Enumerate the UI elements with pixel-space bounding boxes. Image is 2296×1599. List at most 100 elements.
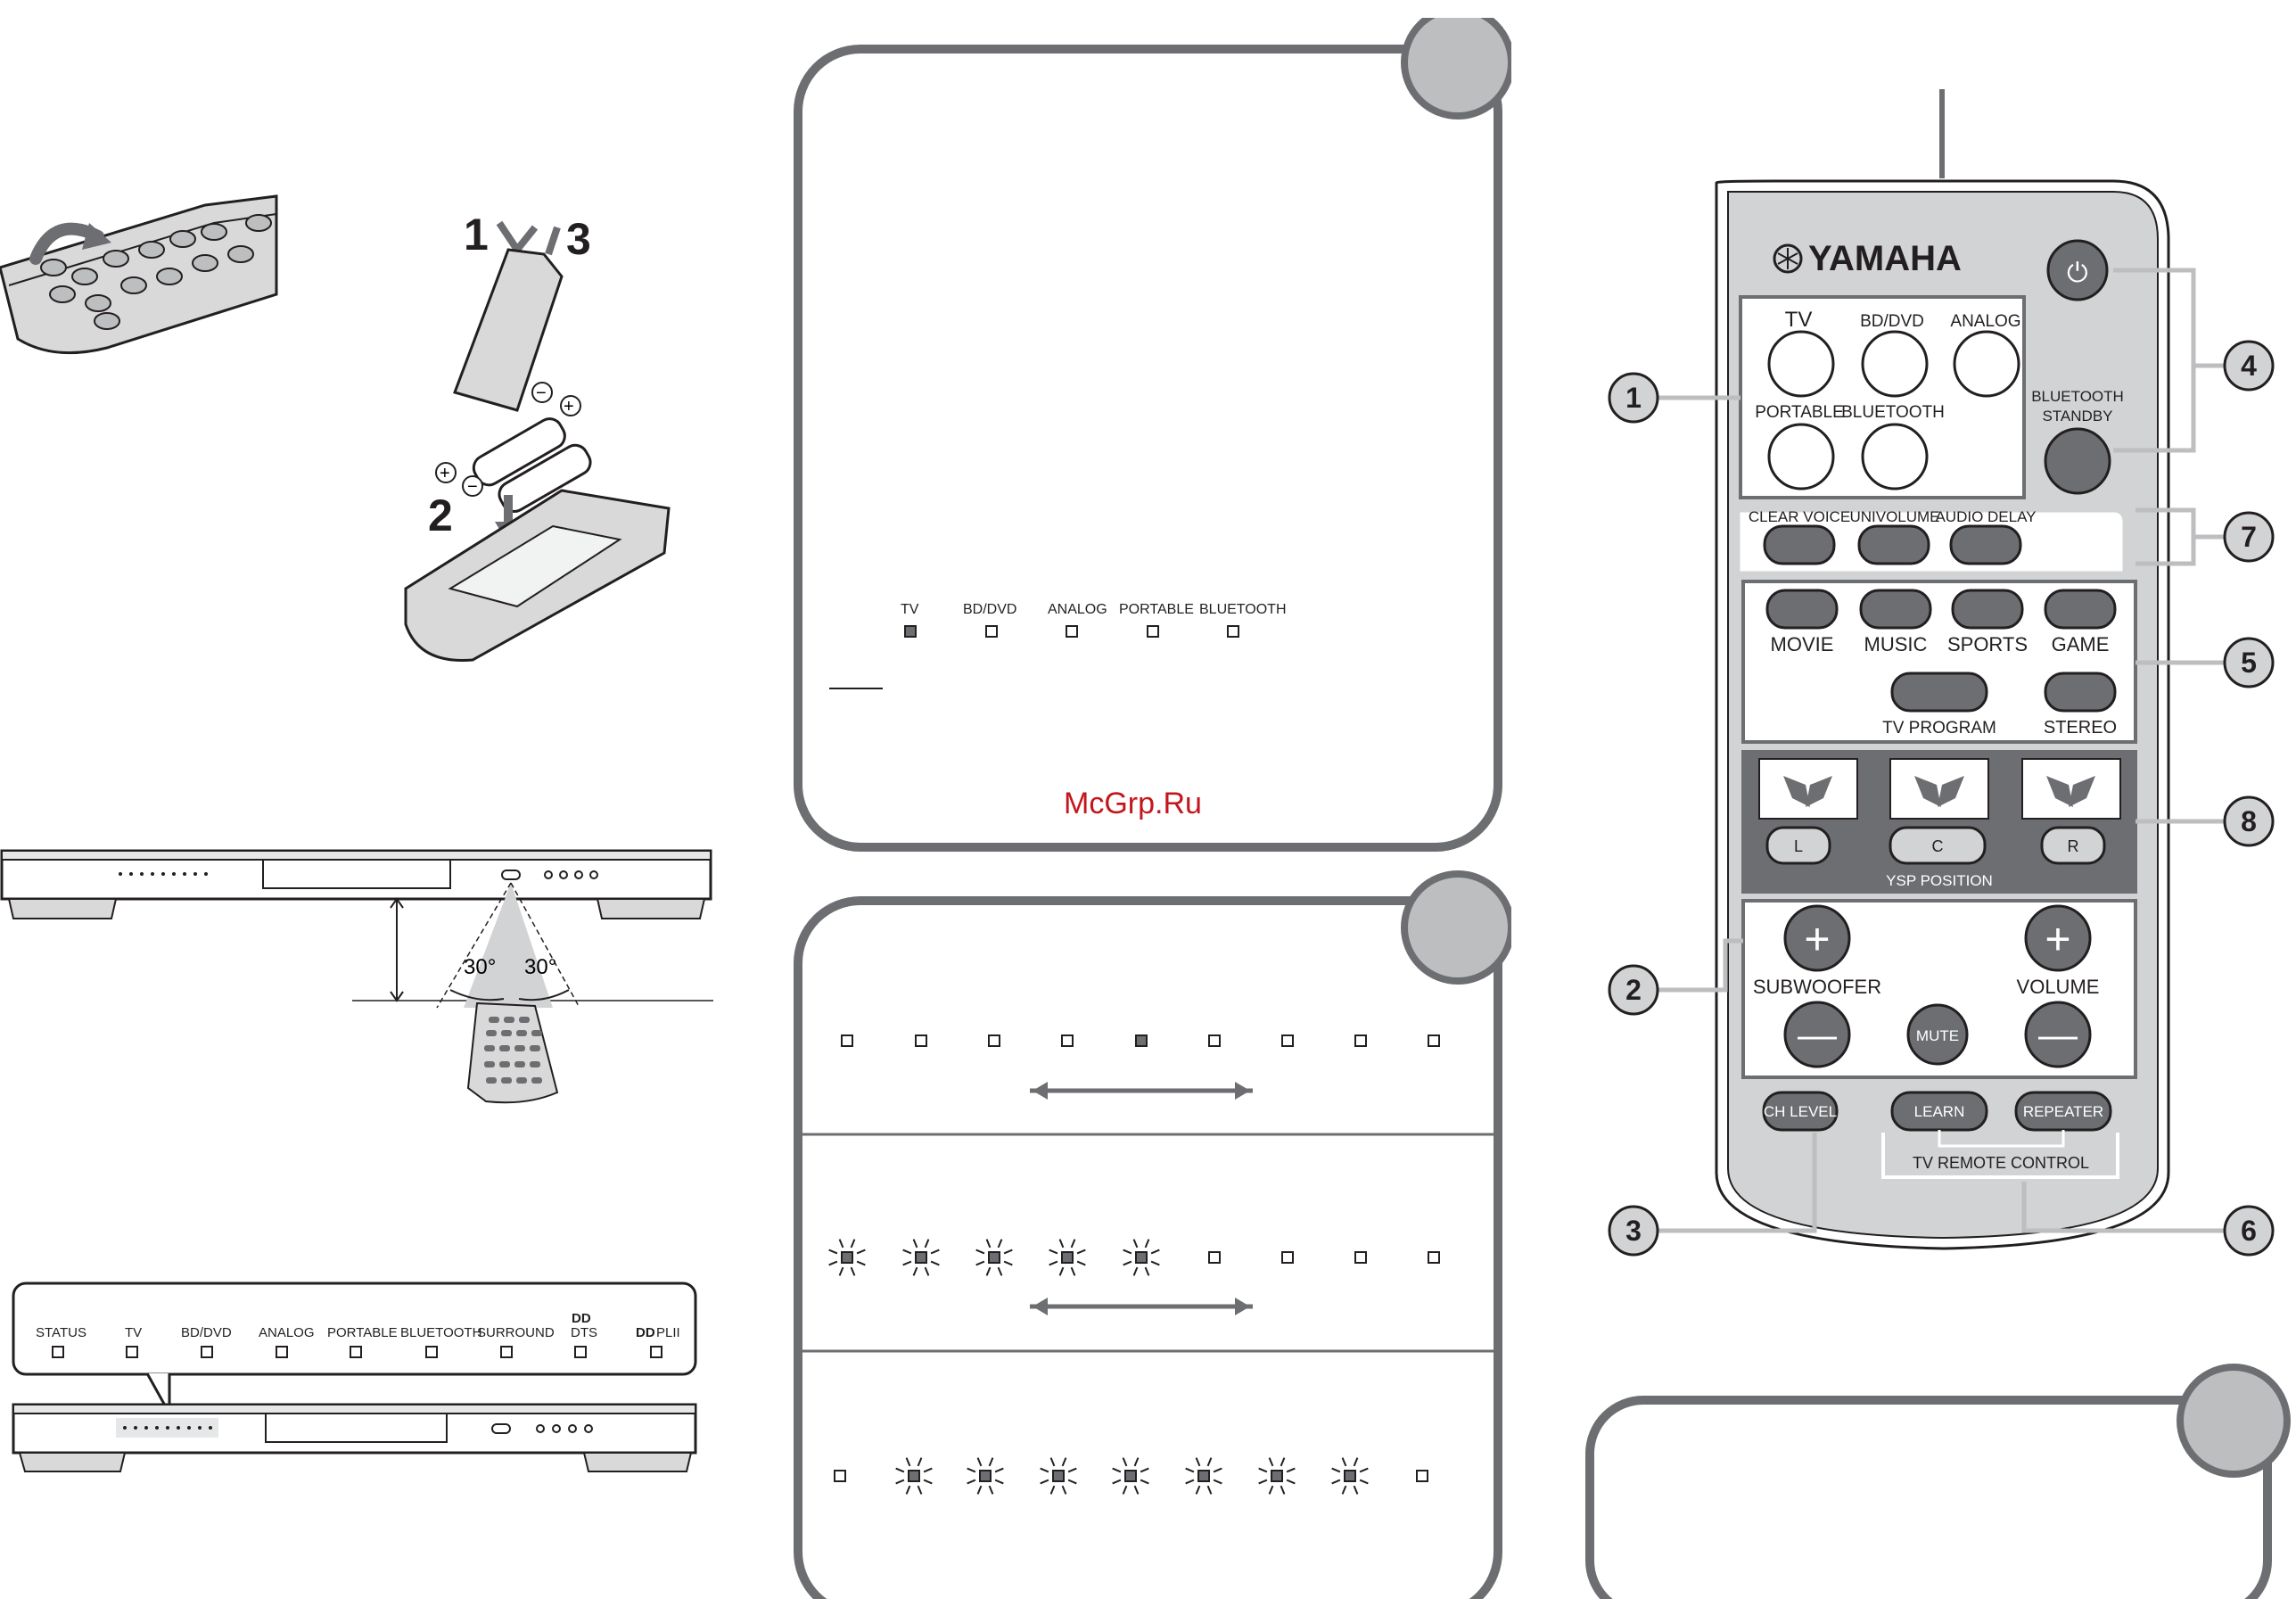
volume-label: VOLUME xyxy=(2017,976,2100,998)
input-portable-button xyxy=(1767,423,1835,490)
clear-voice-label: CLEAR VOICE xyxy=(1749,508,1850,525)
step-2-label: 2 xyxy=(428,490,453,540)
box-a-label-portable: PORTABLE xyxy=(1119,602,1194,617)
fp-label-bddvd: BD/DVD xyxy=(181,1325,232,1340)
music-button xyxy=(1859,589,1932,630)
sports-button xyxy=(1951,589,2024,630)
callout-5 xyxy=(2223,637,2275,688)
step-1-label: 1 xyxy=(464,214,489,260)
callout-6 xyxy=(2223,1205,2275,1257)
ysp-r-label: R xyxy=(2068,837,2079,855)
indicator-blink xyxy=(1331,1457,1369,1495)
ysp-position-label: YSP POSITION xyxy=(1886,872,1993,889)
indicator-off xyxy=(1061,1034,1074,1047)
box-a-corner-badge xyxy=(1401,18,1511,120)
fp-label-pl2: PLII xyxy=(656,1325,680,1340)
yamaha-logo-icon xyxy=(1773,243,1803,274)
univolume-button xyxy=(1857,524,1930,565)
indicator-blink xyxy=(1049,1239,1086,1276)
audio-delay-label: AUDIO DELAY xyxy=(1935,508,2036,525)
svg-text:5: 5 xyxy=(2241,647,2257,679)
indicator-on xyxy=(1135,1034,1148,1047)
input-tv-button xyxy=(1767,330,1835,398)
movie-label: MOVIE xyxy=(1771,633,1834,655)
ysp-right-icon xyxy=(2021,758,2121,820)
ysp-l-button xyxy=(1765,826,1831,865)
angle-left-label: 30° xyxy=(464,955,496,979)
bt-standby-label-2: STANDBY xyxy=(2042,408,2112,424)
brand-name: YAMAHA xyxy=(1808,239,1962,278)
indicator-off xyxy=(915,1034,927,1047)
callout-2 xyxy=(1608,964,1659,1016)
fp-label-tv: TV xyxy=(125,1325,142,1340)
subwoofer-plus-button xyxy=(1783,904,1851,972)
box-a-label-bddvd: BD/DVD xyxy=(963,602,1016,617)
ysp-l-label: L xyxy=(1794,837,1803,855)
bluetooth-standby-button xyxy=(2044,427,2111,495)
music-label: MUSIC xyxy=(1864,633,1928,655)
indicator-off xyxy=(1354,1034,1367,1047)
audio-delay-button xyxy=(1949,524,2022,565)
input-bddvd-button xyxy=(1861,330,1929,398)
ysp-c-button xyxy=(1889,826,1987,865)
box-a-indicator-bddvd xyxy=(985,625,998,638)
fp-label-dts: DTS xyxy=(571,1325,597,1340)
svg-text:+: + xyxy=(440,464,450,483)
mute-label: MUTE xyxy=(1916,1027,1959,1044)
battery-insertion-illustration: 1 3 2 − + + − xyxy=(404,214,671,662)
power-button xyxy=(2046,239,2109,301)
mute-button xyxy=(1906,1003,1969,1066)
svg-text:1: 1 xyxy=(1625,382,1642,414)
learn-label: LEARN xyxy=(1914,1103,1965,1120)
analog-label: ANALOG xyxy=(1950,312,2020,331)
plus-sign: + xyxy=(564,397,574,416)
ch-level-button xyxy=(1762,1091,1839,1132)
bddvd-label: BD/DVD xyxy=(1860,312,1924,331)
callout-7 xyxy=(2223,511,2275,563)
univolume-label: UNIVOLUME xyxy=(1849,508,1939,525)
indicator-off xyxy=(834,1470,846,1482)
indicator-blink xyxy=(1112,1457,1149,1495)
indicator-off xyxy=(1416,1470,1428,1482)
input-analog-button xyxy=(1953,330,2020,398)
box-a-indicator-analog xyxy=(1066,625,1078,638)
remote-control-diagram: YAMAHA ⏻ TV BD/DVD ANALOG PORTABLE BLUET… xyxy=(1608,89,2275,1257)
indicator-off xyxy=(1428,1251,1440,1264)
indicator-off xyxy=(1208,1034,1221,1047)
box-b-corner-badge xyxy=(1401,870,1511,985)
indicator-off xyxy=(1208,1251,1221,1264)
indicator-blink xyxy=(1185,1457,1222,1495)
volume-minus-icon: — xyxy=(2038,1013,2078,1057)
subwoofer-plus-icon: + xyxy=(1804,914,1830,964)
fp-label-surround: SURROUND xyxy=(477,1325,555,1340)
portable-label: PORTABLE xyxy=(1755,403,1844,422)
remote-cover-illustration xyxy=(0,194,278,355)
subwoofer-label: SUBWOOFER xyxy=(1753,976,1881,998)
indicator-blink xyxy=(1040,1457,1077,1495)
clear-voice-button xyxy=(1763,524,1836,565)
callout-8 xyxy=(2223,795,2275,847)
indicator-off xyxy=(841,1034,853,1047)
game-button xyxy=(2044,589,2117,630)
box-c-corner-badge xyxy=(2177,1364,2291,1478)
minus-sign: − xyxy=(536,383,547,403)
box-a-label-bluetooth: BLUETOOTH xyxy=(1199,602,1287,617)
stereo-label: STEREO xyxy=(2044,718,2117,738)
box-a-indicator-bluetooth xyxy=(1227,625,1239,638)
ch-level-label: CH LEVEL xyxy=(1764,1103,1837,1120)
svg-text:6: 6 xyxy=(2241,1215,2257,1247)
tv-label: TV xyxy=(1785,308,1813,332)
indicator-blink xyxy=(967,1457,1004,1495)
volume-minus-button xyxy=(2024,1001,2092,1068)
callout-4 xyxy=(2223,340,2275,392)
box-a-indicator-portable xyxy=(1147,625,1159,638)
indicator-off xyxy=(988,1034,1000,1047)
box-a-label-tv: TV xyxy=(901,602,919,617)
indicator-blink xyxy=(902,1239,940,1276)
tv-remote-control-label: TV REMOTE CONTROL xyxy=(1913,1154,2089,1172)
fp-label-analog: ANALOG xyxy=(259,1325,315,1340)
tv-program-label: TV PROGRAM xyxy=(1882,719,1996,738)
indicator-off xyxy=(1428,1034,1440,1047)
bt-standby-label-1: BLUETOOTH xyxy=(2031,388,2124,405)
soundbar-angle-illustration: 30° 30° xyxy=(0,849,713,1104)
